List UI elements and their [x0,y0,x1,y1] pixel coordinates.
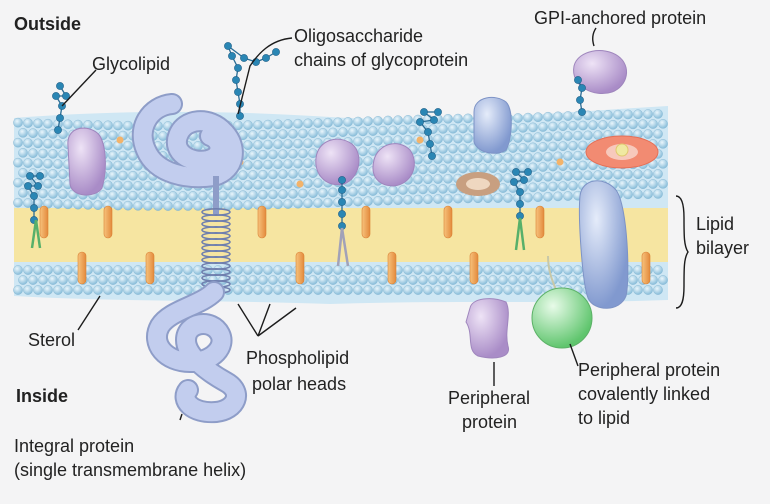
label-phospholipid-1: Phospholipid [246,348,349,368]
glycoprotein [315,138,360,186]
integral-protein [131,93,247,424]
label-peripheral-2: protein [462,412,517,432]
region-outside: Outside [14,14,81,34]
region-inside: Inside [16,386,68,406]
peripheral-protein [465,298,510,359]
label-covalent-3: to lipid [578,408,630,428]
diagram-labels: Outside Inside Glycolipid Oligosaccharid… [14,8,749,480]
transmembrane-helix [201,208,231,294]
label-oligosaccharide-2: chains of glycoprotein [294,50,468,70]
label-lipid-2: bilayer [696,238,749,258]
membrane-pore-center [466,178,490,190]
label-glycolipid: Glycolipid [92,54,170,74]
outer-blue-protein [473,96,512,154]
gpi-anchor-core [615,143,629,157]
label-peripheral-1: Peripheral [448,388,530,408]
surface-protein [372,143,415,187]
label-integral-1: Integral protein [14,436,134,456]
oligosaccharide-chains [24,42,586,230]
label-sterol: Sterol [28,330,75,350]
label-covalent-1: Peripheral protein [578,360,720,380]
label-phospholipid-2: polar heads [252,374,346,394]
covalently-linked-protein [531,287,593,349]
label-pointers [61,27,689,421]
label-oligosaccharide-1: Oligosaccharide [294,26,423,46]
sterol-molecules [39,136,651,285]
glycolipid-anchors [30,217,526,267]
label-lipid-1: Lipid [696,214,734,234]
glycolipid-associated-protein [67,127,106,196]
lipid-link [547,255,557,291]
label-integral-2: (single transmembrane helix) [14,460,246,480]
integral-blue-protein [578,180,629,309]
label-gpi: GPI-anchored protein [534,8,706,28]
label-covalent-2: covalently linked [578,384,710,404]
